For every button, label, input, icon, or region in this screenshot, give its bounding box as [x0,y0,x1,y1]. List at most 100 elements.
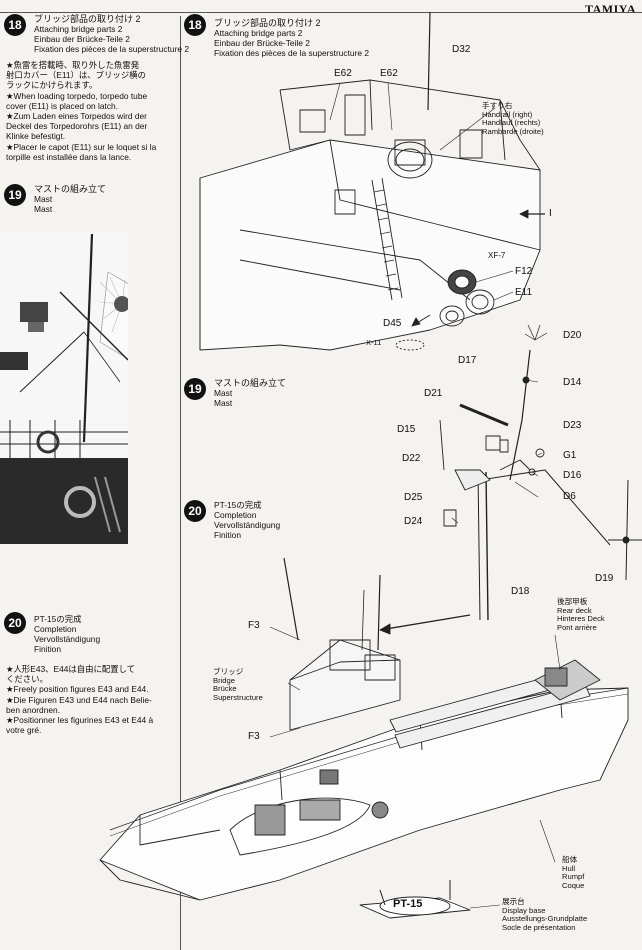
part-label-d21: D21 [424,388,443,399]
callout-line: Coque [562,880,585,890]
note-line: ★Die Figuren E43 und E44 nach Belie- [6,694,152,705]
step-18-title-en: Attaching bridge parts 2 [34,24,123,34]
right-step-19-title-jp: マストの組み立て [214,378,287,388]
part-label-d15: D15 [397,424,416,435]
callout-line: 手すり右 [482,101,513,110]
note-line: ★魚雷を搭載時、取り外した魚雷発 [6,60,140,70]
step-18-title-jp: ブリッジ部品の取り付け 2 [34,14,141,24]
note-line: cover (E11) is placed on latch. [6,100,119,111]
hull-callout: 船体 Hull Rumpf Coque [562,855,585,890]
part-label-d45: D45 [383,318,402,329]
step-20-notes: ★人形E43、E44は自由に配置して ください。 ★Freely positio… [6,664,153,735]
step-18-notes: ★魚雷を搭載時、取り外した魚雷発 射口カバー（E11）は、ブリッジ横の ラックに… [6,60,156,162]
right-step-19-badge: 19 [184,378,206,400]
note-line: ★Positionner les figurines E43 et E44 à [6,715,154,726]
right-step-20-title-fr: Finition [214,530,241,540]
step-19-badge: 19 [4,184,26,206]
part-label-d17: D17 [458,355,477,366]
note-line: ★When loading torpedo, torpedo tube [6,90,148,101]
right-step-18-title-jp: ブリッジ部品の取り付け 2 [214,18,321,28]
step-20-title-fr: Finition [34,644,61,654]
right-step-18-title-en: Attaching bridge parts 2 [214,28,303,38]
note-line: ★Freely position figures E43 and E44. [6,684,149,695]
part-label-xf7: XF-7 [488,251,506,260]
part-label-d20: D20 [563,330,582,341]
callout-line: Hull [562,863,576,873]
display-base-callout: 展示台 Display base Ausstellungs-Grundplatt… [502,897,588,932]
part-label-d32: D32 [452,44,471,55]
note-line: Deckel des Torpedorohrs (E11) an der [6,121,148,132]
rear-deck-callout: 後部甲板 Rear deck Hinteres Deck Pont arrièr… [557,597,605,632]
callout-line: Rambarde (droite) [482,126,544,136]
step-19-title-jp: マストの組み立て [34,184,107,194]
step-18-title-fr: Fixation des pièces de la superstructure… [34,44,190,54]
step-18-badge: 18 [4,14,26,36]
callout-line: Socle de présentation [502,922,576,932]
note-line: ★Zum Laden eines Torpedos wird der [6,111,147,122]
part-label-d23: D23 [563,420,582,431]
callout-line: Rumpf [562,872,585,882]
handrail-callout: 手すり右 Handrail (right) Handlauf (rechts) … [482,101,544,136]
part-label-g1: G1 [563,450,577,461]
note-line: torpille est installée dans la lance. [6,151,132,162]
callout-line: Bridge [213,675,235,685]
right-step-20-title-en: Completion [214,510,257,520]
step-20-badge: 20 [4,612,26,634]
callout-line: Handlauf (rechts) [482,118,541,128]
note-line: ラックにかけられます。 [6,80,98,91]
part-label-f12: F12 [515,266,533,277]
part-label-f3: F3 [248,731,260,742]
right-step-18-badge: 18 [184,14,206,36]
step-20-title-de: Vervollständigung [34,634,101,644]
step-20-title-jp: PT-15の完成 [34,614,82,624]
part-label-e11: E11 [515,287,533,298]
step-18-titles: ブリッジ部品の取り付け 2 Attaching bridge parts 2 E… [34,14,189,54]
right-step-20-title-de: Vervollständigung [214,520,281,530]
step-19-titles: マストの組み立て Mast Mast [34,184,106,214]
hull-marking: PT-15 [393,898,423,910]
part-label-d18: D18 [511,586,530,597]
part-label-d16: D16 [563,470,582,481]
part-label-f3: F3 [248,620,260,631]
step-19-title-en: Mast [34,194,53,204]
part-label-e62: E62 [334,68,352,79]
header-rule [0,12,642,13]
right-step-19-title-en: Mast [214,388,233,398]
note-line: ★人形E43、E44は自由に配置して [6,664,136,674]
part-label-d24: D24 [404,516,423,527]
callout-line: Brücke [213,684,237,694]
right-step-19-titles: マストの組み立て Mast Mast [214,378,286,408]
callout-line: 展示台 [502,897,525,906]
right-step-20-title-jp: PT-15の完成 [214,500,262,510]
step-20-titles: PT-15の完成 Completion Vervollständigung Fi… [34,614,100,654]
callout-line: Ausstellungs-Grundplatte [502,914,588,924]
part-label-d22: D22 [402,453,421,464]
note-line: ★Placer le capot (E11) sur le loquet si … [6,141,157,152]
step-18-title-de: Einbau der Brücke-Teile 2 [34,34,130,44]
callout-line: Rear deck [557,605,592,615]
callout-line: 後部甲板 [557,597,588,606]
part-label-i: I [549,208,552,219]
column-divider [180,16,181,950]
right-step-18-title-de: Einbau der Brücke-Teile 2 [214,38,310,48]
note-line: Klinke befestigt. [6,131,66,142]
callout-line: 船体 [562,855,578,864]
part-label-x11: X-11 [366,338,382,347]
right-step-19-title-de: Mast [214,398,233,408]
callout-line: ブリッジ [213,667,244,676]
part-label-e62: E62 [380,68,398,79]
note-line: votre gré. [6,725,42,736]
part-label-d6: D6 [563,491,576,502]
callout-line: Pont arrière [557,622,597,632]
part-label-d14: D14 [563,377,582,388]
callout-line: Display base [502,905,546,915]
callout-line: Superstructure [213,692,263,702]
right-step-20-titles: PT-15の完成 Completion Vervollständigung Fi… [214,500,280,540]
callout-line: Handrail (right) [482,109,533,119]
right-step-18-titles: ブリッジ部品の取り付け 2 Attaching bridge parts 2 E… [214,18,369,58]
note-line: ben anordnen. [6,704,61,715]
step-19-title-de: Mast [34,204,53,214]
note-line: ください。 [6,674,48,685]
mast-photo [0,232,128,544]
